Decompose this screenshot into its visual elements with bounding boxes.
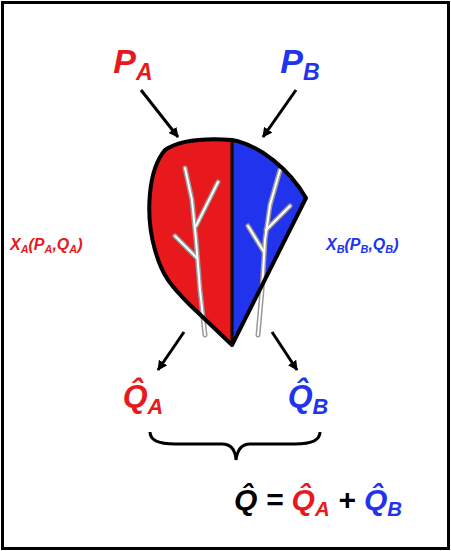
term	[257, 483, 265, 516]
symbol: Q̂	[123, 378, 148, 414]
term: Q̂A	[292, 483, 330, 516]
subscript: A	[148, 393, 164, 418]
subscript: B	[361, 243, 369, 255]
symbol: ,Q	[52, 236, 69, 253]
divide-line	[231, 140, 234, 345]
term	[356, 483, 364, 516]
symbol: )	[77, 236, 82, 253]
subscript: A	[315, 498, 330, 520]
symbol: =	[266, 483, 284, 516]
term: XA(PA,QA)	[10, 236, 82, 253]
symbol: (P	[29, 236, 45, 253]
term: PA	[113, 42, 152, 80]
input-label: PB	[280, 42, 319, 86]
sum-equation: Q̂ = Q̂A + Q̂B	[234, 483, 402, 522]
subscript: B	[385, 243, 393, 255]
output-label: Q̂A	[123, 378, 164, 419]
sum-brace	[150, 432, 320, 460]
symbol: Q̂	[288, 378, 313, 414]
flow-arrows	[141, 90, 297, 370]
symbol	[283, 483, 291, 516]
symbol: Q̂	[292, 483, 315, 516]
term	[283, 483, 291, 516]
term: XB(PB,QB)	[326, 236, 398, 253]
symbol: X	[326, 236, 337, 253]
subscript: A	[45, 243, 53, 255]
subscript: A	[21, 243, 29, 255]
symbol: )	[393, 236, 398, 253]
catchment-outline	[149, 139, 306, 345]
subcatchment-a	[149, 139, 232, 345]
term: Q̂B	[288, 378, 329, 414]
term: +	[338, 483, 356, 516]
symbol: Q̂	[234, 483, 257, 516]
symbol: Q̂	[364, 483, 387, 516]
symbol: +	[338, 483, 356, 516]
input-label: PA	[113, 42, 152, 86]
term: =	[266, 483, 284, 516]
subscript: B	[313, 393, 329, 418]
output-label: Q̂B	[288, 378, 329, 419]
symbol	[356, 483, 364, 516]
model-label: XA(PA,QA)	[10, 236, 82, 256]
subscript: B	[303, 59, 320, 85]
subscript: A	[69, 243, 77, 255]
model-label: XB(PB,QB)	[326, 236, 398, 256]
subscript: B	[337, 243, 345, 255]
symbol	[257, 483, 265, 516]
term: PB	[280, 42, 319, 80]
symbol: P	[113, 42, 136, 80]
symbol: X	[10, 236, 21, 253]
symbol: (P	[345, 236, 361, 253]
term	[330, 483, 338, 516]
subscript: B	[387, 498, 402, 520]
symbol: P	[280, 42, 303, 80]
symbol	[330, 483, 338, 516]
term: Q̂B	[364, 483, 402, 516]
subscript: A	[136, 59, 153, 85]
term: Q̂A	[123, 378, 164, 414]
subcatchment-b	[232, 140, 306, 345]
term: Q̂	[234, 483, 257, 516]
symbol: ,Q	[368, 236, 385, 253]
